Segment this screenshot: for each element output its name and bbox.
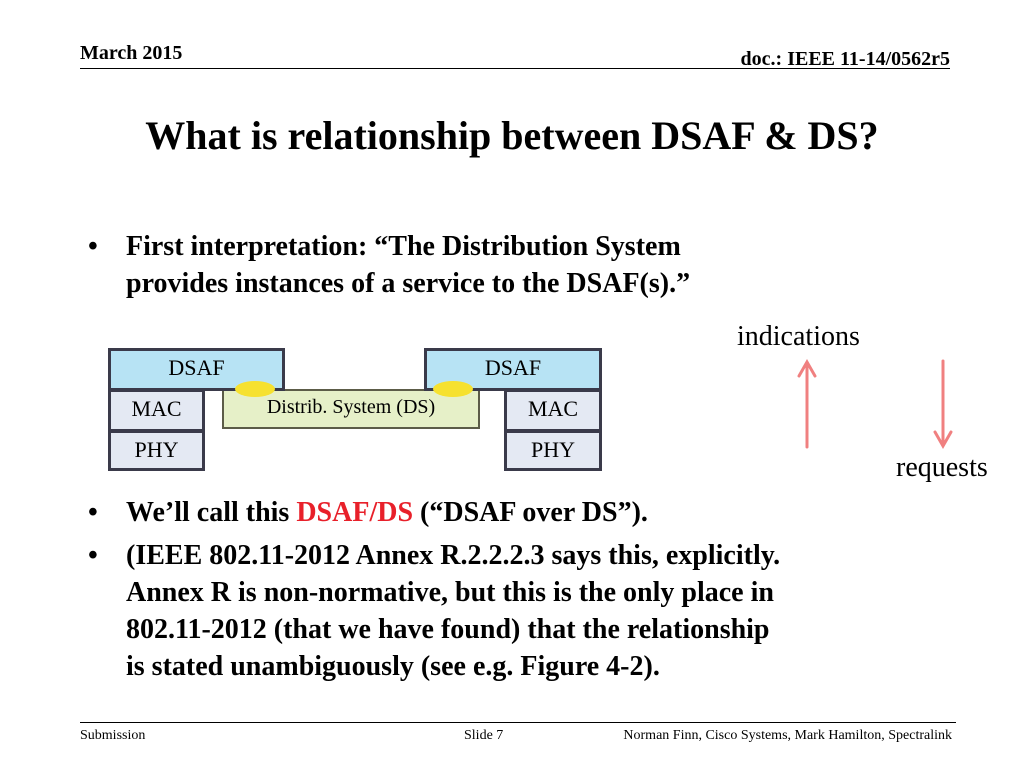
bullet-suffix: (“DSAF over DS”). — [413, 497, 648, 528]
bullet-line: Annex R is non-normative, but this is th… — [126, 577, 774, 608]
requests-label: requests — [896, 452, 988, 483]
bullet-marker: • — [88, 231, 98, 262]
indications-label: indications — [737, 321, 860, 352]
bullet-line: First interpretation: “The Distribution … — [126, 231, 681, 262]
bullet-line: is stated unambiguously (see e.g. Figure… — [126, 651, 660, 682]
bullet-line: 802.11-2012 (that we have found) that th… — [126, 614, 770, 645]
distribution-system-box: Distrib. System (DS) — [222, 389, 480, 429]
bullet-prefix: We’ll call this — [126, 497, 297, 528]
indications-arrow-icon — [797, 358, 817, 449]
bullet-marker: • — [88, 497, 98, 528]
bullet-text: We’ll call this DSAF/DS (“DSAF over DS”)… — [126, 494, 648, 531]
left-phy-box: PHY — [108, 430, 205, 471]
right-mac-box: MAC — [504, 389, 602, 432]
slide-title: What is relationship between DSAF & DS? — [145, 113, 879, 158]
footer-slide-number: Slide 7 — [464, 728, 504, 743]
bullet-line: (IEEE 802.11-2012 Annex R.2.2.2.3 says t… — [126, 540, 781, 571]
dsaf-ds-highlight: DSAF/DS — [296, 497, 414, 528]
right-sap-dot — [433, 381, 473, 397]
header-date: March 2015 — [80, 42, 183, 64]
bullet-text: (IEEE 802.11-2012 Annex R.2.2.2.3 says t… — [126, 537, 780, 685]
header-doc-id: doc.: IEEE 11-14/0562r5 — [740, 48, 950, 70]
footer-submission: Submission — [80, 728, 146, 743]
footer-authors: Norman Finn, Cisco Systems, Mark Hamilto… — [623, 728, 952, 743]
requests-arrow-icon — [933, 359, 953, 450]
bullet-line: provides instances of a service to the D… — [126, 268, 691, 299]
left-mac-box: MAC — [108, 389, 205, 432]
right-phy-box: PHY — [504, 430, 602, 471]
footer-rule — [80, 722, 956, 723]
bullet-text: First interpretation: “The Distribution … — [126, 228, 690, 302]
left-sap-dot — [235, 381, 275, 397]
header-rule — [80, 68, 950, 69]
bullet-marker: • — [88, 540, 98, 571]
